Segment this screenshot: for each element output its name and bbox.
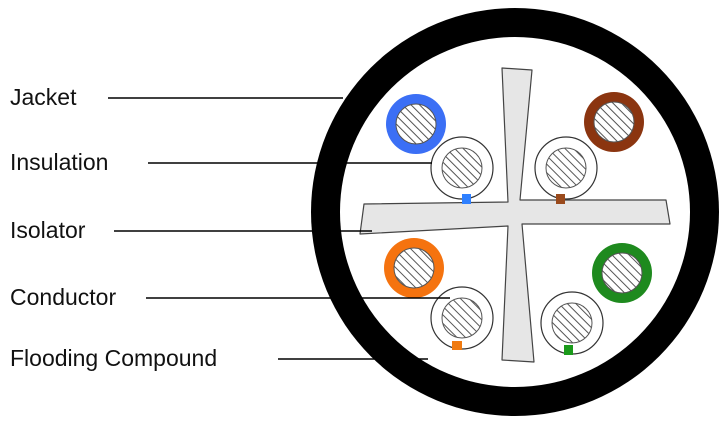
conductor-label: Conductor [10, 284, 117, 310]
isolator-label: Isolator [10, 217, 86, 243]
blue-stripe [462, 194, 471, 204]
pair-green-wire [592, 243, 652, 303]
orange-stripe [452, 341, 462, 350]
white-brown-wire [534, 136, 598, 204]
brown-stripe [556, 194, 565, 204]
white-green-wire [540, 291, 604, 355]
pair-orange-wire [384, 238, 444, 298]
isolator-cross [359, 67, 671, 363]
green-stripe [564, 345, 573, 355]
flooding-compound-label: Flooding Compound [10, 345, 218, 371]
white-orange-wire [430, 286, 494, 350]
pair-blue-wire [386, 94, 446, 154]
pair-brown-wire [584, 92, 644, 152]
jacket-label: Jacket [10, 84, 77, 110]
insulation-label: Insulation [10, 149, 109, 175]
white-blue-wire [430, 136, 494, 204]
